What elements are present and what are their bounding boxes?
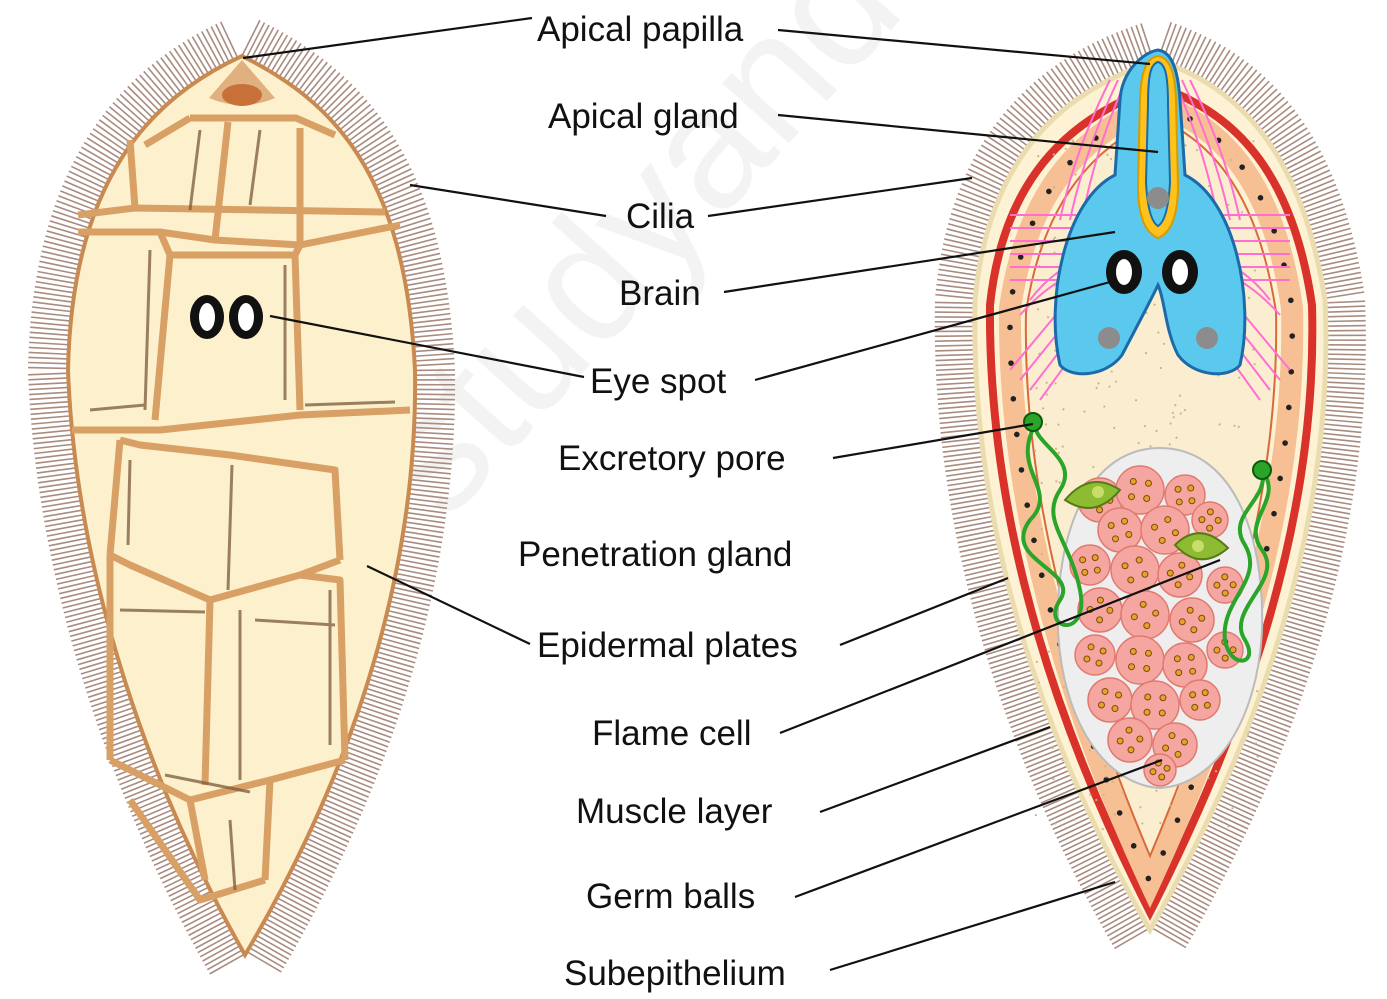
label-apical-papilla: Apical papilla [537, 12, 743, 47]
label-eye-spot: Eye spot [590, 364, 726, 399]
label-subepithelium: Subepithelium [564, 956, 786, 991]
label-brain: Brain [619, 276, 701, 311]
label-excretory-pore: Excretory pore [558, 441, 786, 476]
excretory-pore-right [1253, 461, 1271, 479]
label-germ-balls: Germ balls [586, 879, 755, 914]
label-penetration-gland: Penetration gland [518, 537, 792, 572]
label-apical-gland: Apical gland [548, 99, 739, 134]
left-miracidium-external [28, 20, 455, 974]
label-cilia: Cilia [626, 199, 694, 234]
left-body-outline [68, 56, 415, 955]
excretory-pore-left [1024, 413, 1042, 431]
apical-papilla-spot [222, 84, 262, 106]
label-epidermal-plates: Epidermal plates [537, 628, 798, 663]
label-muscle-layer: Muscle layer [576, 794, 772, 829]
right-miracidium-internal [935, 22, 1366, 948]
label-flame-cell: Flame cell [592, 716, 751, 751]
